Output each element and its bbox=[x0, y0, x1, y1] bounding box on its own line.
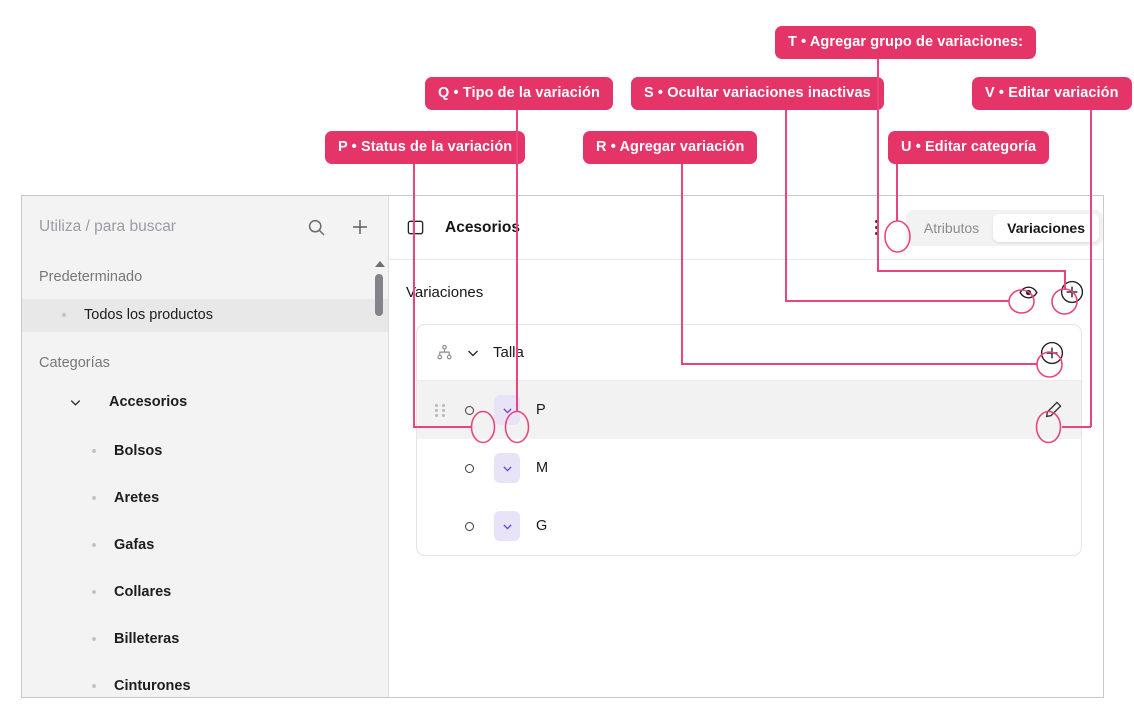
variation-status-icon[interactable] bbox=[459, 400, 479, 420]
sidebar-item-billeteras[interactable]: Billeteras bbox=[22, 622, 388, 655]
callout-badge-s: S • Ocultar variaciones inactivas bbox=[631, 77, 884, 110]
bullet-icon bbox=[92, 448, 96, 453]
variation-type-chip[interactable] bbox=[494, 395, 520, 425]
page-title: Acesorios bbox=[445, 218, 520, 236]
callout-badge-v: V • Editar variación bbox=[972, 77, 1132, 110]
variation-label: M bbox=[536, 460, 549, 476]
variation-status-icon[interactable] bbox=[459, 458, 479, 478]
variation-group-name: Talla bbox=[493, 344, 524, 361]
callout-badge-u: U • Editar categoría bbox=[888, 131, 1050, 164]
tab-group: Atributos Variaciones bbox=[905, 209, 1103, 246]
sidebar-item-label: Accesorios bbox=[109, 394, 188, 410]
sidebar-item-label: Aretes bbox=[114, 489, 160, 506]
callout-badge-r: R • Agregar variación bbox=[583, 131, 758, 164]
plus-icon[interactable] bbox=[350, 217, 370, 237]
bullet-icon bbox=[62, 313, 66, 317]
sidebar-scrollbar[interactable] bbox=[372, 258, 386, 697]
callout-badge-t: T • Agregar grupo de variaciones: bbox=[775, 26, 1037, 59]
tab-variaciones[interactable]: Variaciones bbox=[993, 213, 1099, 242]
sidebar-item-label: Todos los productos bbox=[84, 307, 213, 323]
sidebar-item-label: Gafas bbox=[114, 536, 155, 553]
variations-subheader: Variaciones bbox=[389, 260, 1103, 324]
sidebar-item-accesorios[interactable]: Accesorios bbox=[22, 384, 388, 420]
sidebar-item-collares[interactable]: Collares bbox=[22, 575, 388, 608]
drag-handle-icon[interactable] bbox=[435, 403, 445, 417]
bullet-icon bbox=[92, 589, 96, 594]
scroll-up-arrow-icon[interactable] bbox=[375, 261, 385, 267]
sidebar-item-label: Collares bbox=[114, 583, 172, 600]
app-window: Utiliza / para buscar Predeterminado To bbox=[21, 195, 1104, 698]
sidebar: Utiliza / para buscar Predeterminado To bbox=[22, 196, 389, 697]
callout-badge-q: Q • Tipo de la variación bbox=[425, 77, 613, 110]
chevron-down-icon[interactable] bbox=[465, 345, 481, 361]
search-icon[interactable] bbox=[307, 218, 326, 237]
tab-atributos[interactable]: Atributos bbox=[923, 219, 980, 236]
main-header: Acesorios Atributos Variaciones bbox=[389, 196, 1103, 260]
bullet-icon bbox=[92, 683, 96, 688]
variation-row[interactable]: P bbox=[417, 381, 1081, 439]
sidebar-item-label: Bolsos bbox=[114, 442, 163, 459]
scrollbar-thumb[interactable] bbox=[375, 274, 383, 316]
sidebar-nav: Predeterminado Todos los productos Categ… bbox=[22, 258, 388, 697]
main-panel: Acesorios Atributos Variaciones Variacio… bbox=[389, 196, 1103, 697]
pencil-icon[interactable] bbox=[1043, 399, 1065, 421]
sidebar-item-label: Billeteras bbox=[114, 630, 180, 647]
variations-card: Talla bbox=[416, 324, 1082, 556]
plus-circle-icon[interactable] bbox=[1059, 279, 1085, 305]
sidebar-section-categorias: Categorías bbox=[39, 354, 110, 371]
search-input[interactable]: Utiliza / para buscar bbox=[39, 218, 176, 235]
variation-group-header[interactable]: Talla bbox=[417, 325, 1081, 381]
variation-type-chip[interactable] bbox=[494, 511, 520, 541]
sidebar-section-predeterminado: Predeterminado bbox=[39, 269, 143, 285]
callout-badge-p: P • Status de la variación bbox=[325, 131, 526, 164]
variation-row[interactable]: G bbox=[417, 497, 1081, 555]
sidebar-toggle-icon[interactable] bbox=[406, 218, 425, 237]
eye-icon[interactable] bbox=[1015, 279, 1041, 305]
sidebar-search-bar[interactable]: Utiliza / para buscar bbox=[22, 196, 388, 258]
sidebar-item-gafas[interactable]: Gafas bbox=[22, 528, 388, 561]
add-variation-icon[interactable] bbox=[1039, 340, 1065, 366]
variation-type-chip[interactable] bbox=[494, 453, 520, 483]
chevron-down-icon[interactable] bbox=[68, 395, 83, 410]
sidebar-item-todos-los-productos[interactable]: Todos los productos bbox=[22, 298, 388, 332]
bullet-icon bbox=[92, 495, 96, 500]
section-title: Variaciones bbox=[406, 283, 484, 301]
hierarchy-icon bbox=[436, 344, 453, 361]
sidebar-item-cinturones[interactable]: Cinturones bbox=[22, 669, 388, 697]
bullet-icon bbox=[92, 542, 96, 547]
variation-status-icon[interactable] bbox=[459, 516, 479, 536]
sidebar-item-label: Cinturones bbox=[114, 677, 191, 694]
bullet-icon bbox=[92, 636, 96, 641]
sidebar-item-bolsos[interactable]: Bolsos bbox=[22, 434, 388, 467]
more-vertical-icon[interactable] bbox=[864, 215, 890, 241]
variation-label: G bbox=[536, 518, 548, 534]
variation-label: P bbox=[536, 402, 546, 418]
variation-row[interactable]: M bbox=[417, 439, 1081, 497]
sidebar-item-aretes[interactable]: Aretes bbox=[22, 481, 388, 514]
